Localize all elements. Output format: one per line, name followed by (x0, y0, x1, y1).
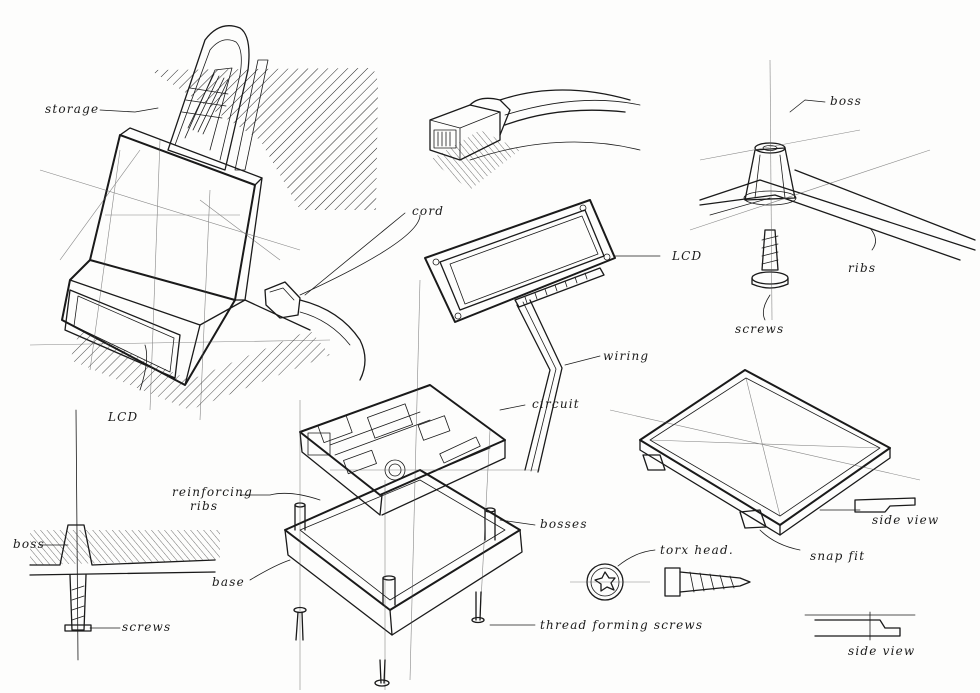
label-lcd-dock: LCD (108, 410, 139, 424)
docking-station-sketch (29, 25, 421, 421)
label-storage: storage (45, 102, 100, 116)
snap-fit-lid-sketch (609, 369, 921, 551)
label-side-view-1: side view (872, 513, 940, 527)
label-thread-forming-screws: thread forming screws (540, 618, 704, 632)
side-view-snap-sketch (804, 611, 916, 641)
label-circuit: circuit (532, 397, 580, 411)
lcd-panel-sketch (424, 199, 661, 473)
label-reinforcing-ribs: ribs (190, 499, 219, 513)
label-base: base (212, 575, 245, 589)
label-snap-fit: snap fit (810, 549, 866, 563)
label-screws-left: screws (122, 620, 172, 634)
label-screws-top: screws (735, 322, 785, 336)
label-boss-left: boss (13, 537, 46, 551)
label-ribs: ribs (848, 261, 877, 275)
label-boss-top: boss (830, 94, 863, 108)
label-bosses: bosses (540, 517, 588, 531)
boss-section-sketch (29, 409, 220, 661)
torx-screw-sketch (570, 549, 751, 601)
label-wiring: wiring (603, 349, 650, 363)
exploded-enclosure-sketch (239, 279, 540, 690)
label-lcd-panel: LCD (672, 249, 703, 263)
cord-connector-sketch (429, 89, 641, 190)
label-reinforcing: reinforcing (172, 485, 253, 499)
label-side-view-2: side view (848, 644, 916, 658)
label-torx-head: torx head. (660, 543, 734, 557)
label-cord: cord (412, 204, 445, 218)
boss-ribs-sketch (689, 59, 976, 321)
dock-shadow-hatch (150, 68, 378, 210)
